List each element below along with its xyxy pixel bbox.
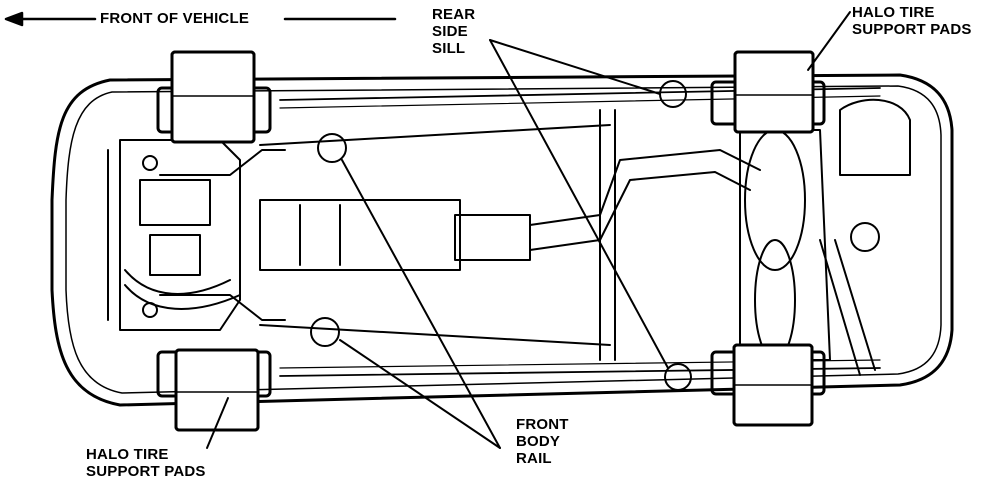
tire-front-left [156,50,272,144]
halo-tire-pads-bottom-line-2: SUPPORT PADS [86,463,206,480]
front-direction-arrow [4,11,397,27]
lift-point-rear-right [664,363,692,391]
tire-front-right [156,348,272,432]
front-body-rail-line-3: RAIL [516,450,552,467]
halo-tire-pads-bottom-line-1: HALO TIRE [86,446,169,463]
rear-axle [739,98,911,376]
front-engine-area [107,139,286,331]
front-body-rail-line-2: BODY [516,433,561,450]
halo-tire-pads-top-line-2: SUPPORT PADS [852,21,972,38]
halo-tire-pads-top-label: HALO TIRE SUPPORT PADS [852,4,972,38]
leader-lines [206,11,851,449]
lift-point-front-left [317,133,347,163]
front-body-rail-label: FRONT BODY RAIL [516,416,569,467]
halo-tire-pads-top-line-1: HALO TIRE [852,4,935,21]
halo-tire-pads-bottom-label: HALO TIRE SUPPORT PADS [86,446,206,480]
center-driveline [259,109,761,361]
rear-side-sill-line-1: REAR [432,6,476,23]
tire-rear-right [710,343,826,427]
rear-side-sill-line-2: SIDE [432,23,468,40]
front-body-rail-line-1: FRONT [516,416,569,433]
lift-point-front-right [310,317,340,347]
tire-rear-left [710,50,826,134]
rear-side-sill-label: REAR SIDE SILL [432,6,475,57]
front-of-vehicle-label: FRONT OF VEHICLE [100,10,250,27]
lift-point-rear-left [659,80,687,108]
rear-side-sill-line-3: SILL [432,40,466,57]
